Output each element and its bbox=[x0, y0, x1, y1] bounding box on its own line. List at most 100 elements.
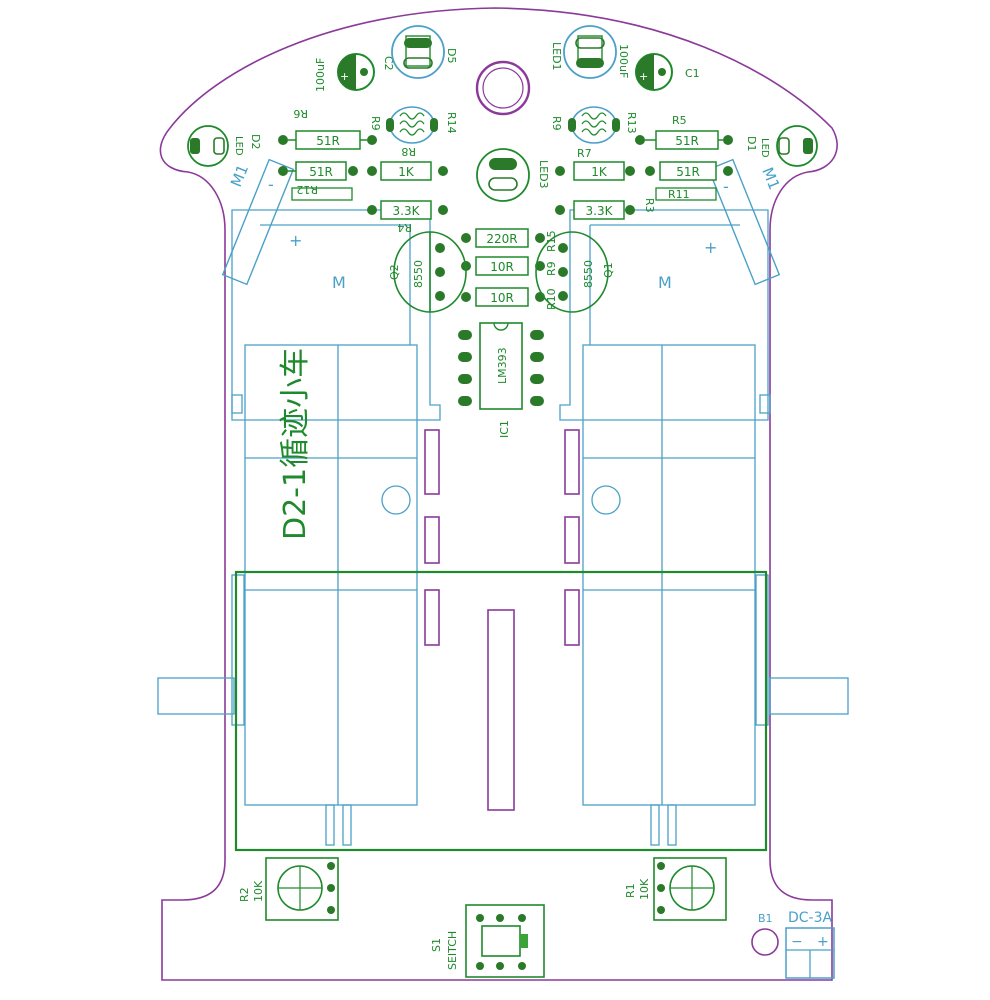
transistor-q1 bbox=[535, 231, 609, 313]
right-motor-top bbox=[559, 209, 769, 421]
left-gear-tab-2 bbox=[342, 804, 352, 846]
left-axle bbox=[157, 677, 235, 715]
mounting-hole-center bbox=[475, 60, 531, 116]
r11-value: 51R bbox=[676, 165, 700, 179]
board-edge bbox=[159, 7, 838, 981]
c2-ref: C2 bbox=[382, 56, 395, 71]
slot-left-2 bbox=[424, 516, 440, 564]
r12-ref: R12 bbox=[296, 183, 318, 196]
left-bump bbox=[231, 394, 243, 414]
r9-top-left-ref: R9 bbox=[369, 116, 382, 131]
led-d5 bbox=[391, 25, 445, 79]
resistor-r4 bbox=[367, 200, 448, 220]
right-motor-label: M bbox=[658, 273, 672, 292]
r5-value: 51R bbox=[675, 134, 699, 148]
led-d2 bbox=[187, 125, 229, 167]
battery-box-outline bbox=[234, 570, 768, 852]
s1-ref: S1 bbox=[430, 938, 443, 952]
ic-lm393 bbox=[458, 322, 544, 410]
right-motor-hole bbox=[591, 485, 621, 515]
led1-ref: LED1 bbox=[550, 42, 563, 71]
resistor-r9 bbox=[461, 256, 545, 276]
resistor-r8-1k bbox=[367, 161, 448, 181]
r4-ref: R4 bbox=[397, 221, 412, 234]
m1-right-label: M1 bbox=[758, 165, 783, 193]
resistor-r7 bbox=[555, 161, 635, 181]
q1-ref: Q1 bbox=[602, 262, 615, 278]
bt-minus: − bbox=[791, 934, 803, 950]
r8-1k-value: 1K bbox=[398, 165, 415, 179]
r9-ref: R9 bbox=[545, 261, 558, 276]
slot-right-3 bbox=[564, 589, 580, 646]
d1-led-label: LED bbox=[759, 138, 770, 158]
r2-ref: R2 bbox=[238, 887, 251, 902]
m1-left-label: M1 bbox=[227, 162, 252, 190]
svg-text:+: + bbox=[639, 70, 648, 83]
r1-value: 10K bbox=[638, 878, 651, 900]
r8-ref: R8 bbox=[401, 145, 416, 158]
right-gear-tab-2 bbox=[667, 804, 677, 846]
led-d1 bbox=[776, 125, 818, 167]
r3-value: 3.3K bbox=[586, 204, 614, 218]
r7-ref: R7 bbox=[577, 147, 592, 160]
right-motor-body bbox=[582, 344, 756, 806]
resistor-r6 bbox=[278, 130, 377, 150]
ic-ref: IC1 bbox=[498, 420, 511, 438]
left-motor-top bbox=[231, 209, 441, 421]
bt-value: DC-3A bbox=[788, 910, 833, 926]
r1-ref: R1 bbox=[624, 883, 637, 898]
left-gear-tab-1 bbox=[325, 804, 335, 846]
left-motor-hole bbox=[381, 485, 411, 515]
c1-ref: C1 bbox=[685, 67, 700, 80]
q1-value: 8550 bbox=[582, 260, 595, 288]
m1-left-minus: - bbox=[268, 175, 274, 194]
r7-value: 1K bbox=[591, 165, 608, 179]
r11-mark bbox=[655, 187, 717, 201]
q2-ref: Q2 bbox=[388, 264, 401, 280]
potentiometer-r1 bbox=[653, 857, 727, 921]
r15-value: 220R bbox=[486, 232, 517, 246]
resistor-r10 bbox=[461, 287, 545, 307]
r6-value: 51R bbox=[316, 134, 340, 148]
right-axle bbox=[769, 677, 849, 715]
r13-ref: R13 bbox=[625, 112, 638, 134]
left-motor-label: M bbox=[332, 273, 346, 292]
r11-ref: R11 bbox=[668, 188, 690, 201]
m1-right-connector bbox=[707, 158, 781, 286]
s1-value: SEITCH bbox=[446, 931, 459, 970]
mounting-hole-inner bbox=[482, 67, 524, 109]
slot-left-1 bbox=[424, 429, 440, 495]
slot-left-3 bbox=[424, 589, 440, 646]
battery-connector bbox=[785, 927, 835, 979]
d2-led-label: LED bbox=[233, 136, 244, 156]
slot-right-1 bbox=[564, 429, 580, 495]
capacitor-c1: + bbox=[635, 53, 673, 91]
right-gear-tab-1 bbox=[650, 804, 660, 846]
capacitor-c2: + bbox=[337, 53, 375, 91]
r15-ref: R15 bbox=[545, 230, 558, 252]
r14-ref: R14 bbox=[445, 112, 458, 134]
r4-value: 3.3K bbox=[393, 204, 421, 218]
potentiometer-r2 bbox=[265, 857, 339, 921]
resistor-r5 bbox=[635, 130, 733, 150]
board-title: D2-1循迹小车 bbox=[278, 348, 313, 540]
q2-value: 8550 bbox=[412, 260, 425, 288]
d2-ref: D2 bbox=[249, 134, 262, 149]
center-slot bbox=[487, 609, 515, 811]
r9-top-ref: R9 bbox=[550, 116, 563, 131]
resistor-r8 bbox=[278, 161, 358, 181]
c2-value: 100uF bbox=[314, 58, 327, 92]
m1-right-minus: - bbox=[723, 177, 729, 196]
bt-ref: B1 bbox=[758, 912, 773, 925]
led-led3 bbox=[476, 148, 530, 202]
resistor-r3 bbox=[555, 200, 635, 220]
d5-ref: D5 bbox=[445, 48, 458, 63]
led-led1 bbox=[563, 25, 617, 79]
r9-value: 10R bbox=[490, 260, 514, 274]
c1-value: 100uF bbox=[617, 44, 630, 78]
svg-text:+: + bbox=[340, 70, 349, 83]
slot-right-2 bbox=[564, 516, 580, 564]
r12-mark bbox=[291, 187, 353, 201]
r10-ref: R10 bbox=[545, 288, 558, 310]
